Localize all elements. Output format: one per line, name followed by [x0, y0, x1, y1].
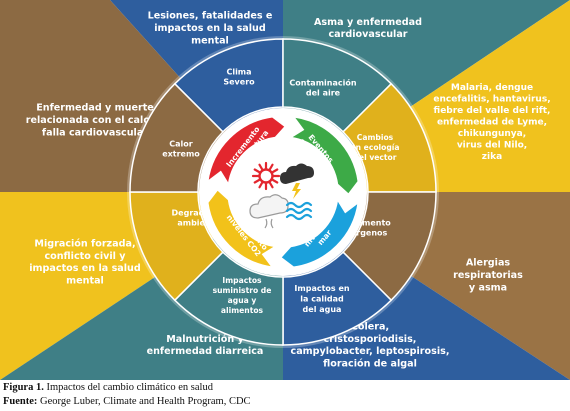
sun-icon — [251, 161, 281, 191]
source-label: Fuente: — [3, 396, 38, 407]
figure-source: Fuente: George Luber, Climate and Health… — [3, 396, 251, 407]
figure-caption: Figura 1. Impactos del cambio climático … — [3, 382, 213, 393]
arrow-niveles-co2 — [206, 188, 278, 269]
co2-cloud-icon — [249, 194, 289, 229]
arrow-incremento-temperatura — [206, 115, 287, 187]
bottom-right-panel-text: Colera,cristosporiodisis,campylobacter, … — [291, 322, 450, 370]
source-text: George Luber, Climate and Health Program… — [37, 396, 251, 407]
waves-icon — [285, 201, 313, 221]
figure-text: Impactos del cambio climático en salud — [43, 382, 213, 393]
ring-calor-extremo — [129, 82, 224, 193]
arrow-nivel-mar — [279, 197, 360, 269]
storm-cloud-icon — [280, 163, 314, 199]
figure-label: Figura 1. — [3, 382, 44, 393]
center-disc — [199, 108, 367, 276]
arrow-eventos-extremos — [288, 115, 360, 196]
